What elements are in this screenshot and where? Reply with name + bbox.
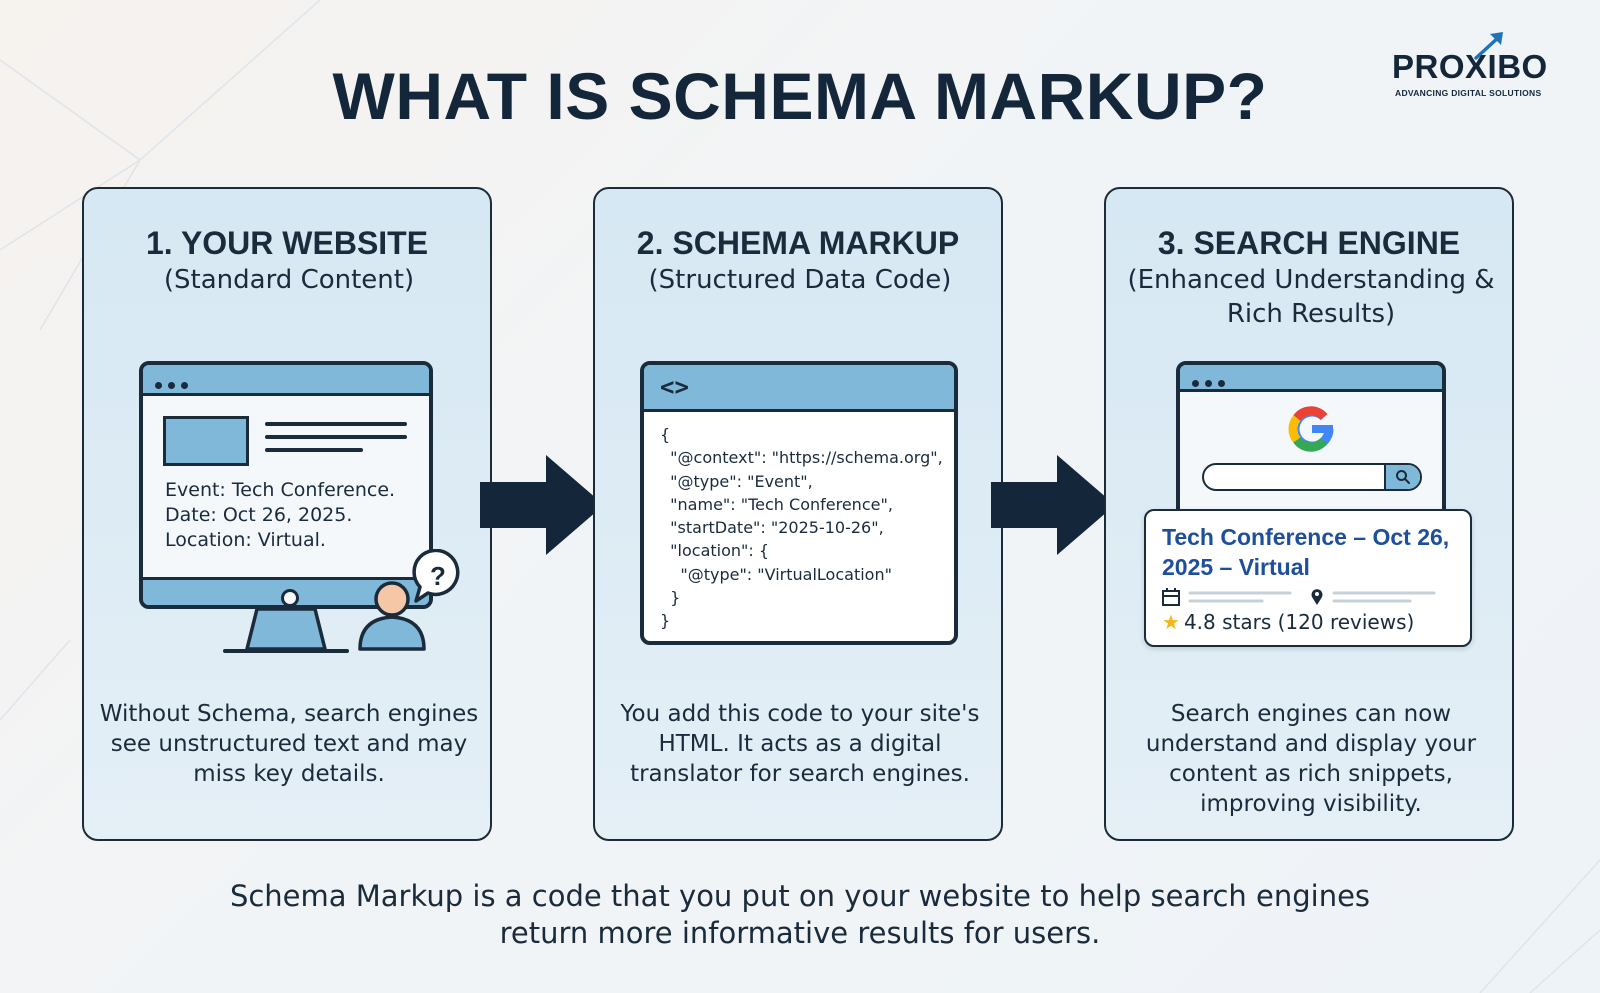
location-pin-icon bbox=[1311, 589, 1323, 605]
power-button-icon bbox=[281, 589, 299, 605]
panel-title: 1. YOUR WEBSITE bbox=[145, 225, 429, 261]
search-button bbox=[1384, 465, 1420, 489]
code-brackets-icon: <> bbox=[660, 373, 689, 401]
footer-caption: Schema Markup is a code that you put on … bbox=[229, 879, 1371, 950]
search-input bbox=[1202, 463, 1422, 491]
image-placeholder-icon bbox=[163, 416, 249, 466]
logo-arrow-icon bbox=[1474, 32, 1503, 60]
code-window-bar: <> bbox=[644, 365, 954, 412]
panel-description: Without Schema, search engines see unstr… bbox=[99, 701, 479, 787]
website-content: Event: Tech Conference. Date: Oct 26, 20… bbox=[165, 478, 395, 553]
browser-bar bbox=[143, 365, 429, 396]
panel-title: 2. SCHEMA MARKUP bbox=[636, 225, 960, 261]
code-window: <> { "@context": "https://schema.org", "… bbox=[640, 361, 958, 645]
result-rating: ★4.8 stars (120 reviews) bbox=[1162, 610, 1414, 634]
text-line bbox=[265, 435, 407, 439]
monitor-screen: Event: Tech Conference. Date: Oct 26, 20… bbox=[139, 361, 433, 609]
page-title: WHAT IS SCHEMA MARKUP? bbox=[332, 59, 1268, 133]
brand-logo: PROXIBO ADVANCING DIGITAL SOLUTIONS bbox=[1392, 28, 1572, 103]
panel-subtitle: (Enhanced Understanding & Rich Results) bbox=[1127, 265, 1495, 329]
rich-result-card: Tech Conference – Oct 26, 2025 – Virtual… bbox=[1144, 509, 1472, 647]
panel-subtitle: (Standard Content) bbox=[163, 265, 415, 295]
arrow-right-icon bbox=[480, 455, 604, 555]
result-title: Tech Conference – Oct 26, 2025 – Virtual bbox=[1162, 524, 1450, 580]
panel-search-engine: 3. SEARCH ENGINE (Enhanced Understanding… bbox=[1104, 187, 1514, 841]
text-line bbox=[265, 448, 363, 452]
logo-name: PROXIBO bbox=[1392, 48, 1548, 85]
monitor-illustration: Event: Tech Conference. Date: Oct 26, 20… bbox=[139, 361, 433, 653]
panel-schema-markup: 2. SCHEMA MARKUP (Structured Data Code) … bbox=[593, 187, 1003, 841]
content-line-location: Location: Virtual. bbox=[165, 529, 326, 551]
result-meta-icons bbox=[1162, 588, 1436, 606]
question-mark: ? bbox=[430, 561, 446, 591]
google-logo-icon bbox=[1288, 406, 1334, 452]
panel-description: You add this code to your site's HTML. I… bbox=[620, 701, 980, 787]
calendar-icon bbox=[1162, 588, 1180, 606]
monitor-stand-icon bbox=[223, 609, 349, 653]
panel-title: 3. SEARCH ENGINE bbox=[1157, 225, 1461, 261]
content-line-date: Date: Oct 26, 2025. bbox=[165, 504, 353, 526]
window-dots-icon bbox=[155, 374, 194, 393]
browser-illustration bbox=[1176, 361, 1446, 521]
browser-bar bbox=[1180, 365, 1442, 392]
star-icon: ★ bbox=[1162, 610, 1180, 634]
panel-subtitle: (Structured Data Code) bbox=[648, 265, 952, 295]
json-ld-code: { "@context": "https://schema.org", "@ty… bbox=[660, 425, 943, 631]
arrow-right-icon bbox=[991, 455, 1115, 555]
window-dots-icon bbox=[1192, 372, 1231, 391]
panel-your-website: 1. YOUR WEBSITE (Standard Content) Event… bbox=[82, 187, 492, 841]
logo-tagline: ADVANCING DIGITAL SOLUTIONS bbox=[1395, 88, 1542, 98]
rating-text: 4.8 stars (120 reviews) bbox=[1183, 610, 1415, 634]
panel-description: Search engines can now understand and di… bbox=[1145, 701, 1477, 817]
text-line bbox=[265, 422, 407, 426]
search-icon bbox=[1396, 470, 1410, 484]
content-line-event: Event: Tech Conference. bbox=[165, 479, 396, 501]
confused-user-icon: ? bbox=[358, 549, 460, 651]
